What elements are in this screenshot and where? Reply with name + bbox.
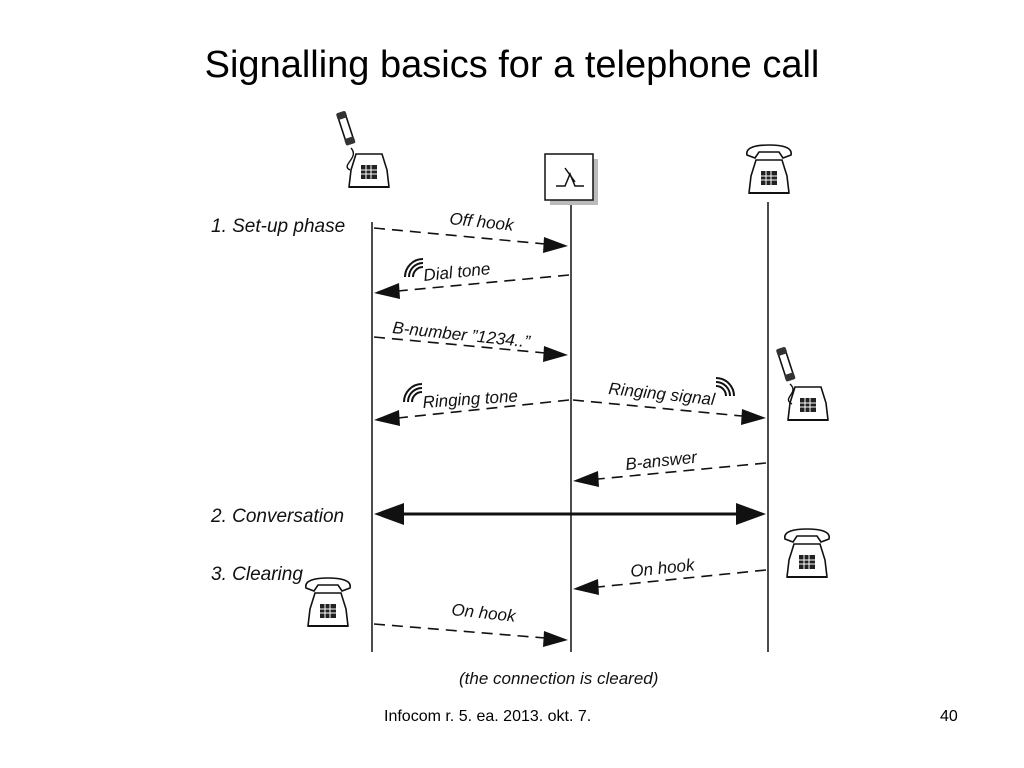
label-on-hook-b: On hook	[629, 555, 696, 581]
exchange-switch-icon	[544, 153, 598, 205]
slide-title: Signalling basics for a telephone call	[204, 44, 820, 86]
callee-telephone-onhook-icon	[785, 529, 829, 577]
arrow-off-hook	[373, 227, 568, 253]
ringing-tone-sound-waves-icon	[403, 383, 423, 403]
connection-cleared-note: (the connection is cleared)	[459, 669, 658, 688]
page-number: 40	[940, 708, 958, 725]
callee-telephone-offhook-icon	[774, 345, 829, 421]
arrow-dial-tone	[374, 274, 570, 299]
dial-tone-sound-waves-icon	[404, 258, 424, 278]
arrow-on-hook-a	[373, 623, 568, 647]
label-b-number: B-number ”1234..”	[392, 318, 533, 351]
arrow-ringing-signal	[572, 399, 766, 425]
ringing-signal-sound-waves-icon	[715, 377, 735, 397]
label-ringing-tone: Ringing tone	[422, 386, 519, 412]
arrow-b-number	[373, 336, 568, 362]
label-dial-tone: Dial tone	[422, 259, 491, 285]
phase-label-setup: 1. Set-up phase	[211, 216, 345, 237]
arrow-on-hook-b	[573, 569, 767, 595]
footer-source: Infocom r. 5. ea. 2013. okt. 7.	[384, 708, 592, 725]
caller-telephone-offhook-icon	[334, 109, 390, 188]
phase-label-conversation: 2. Conversation	[210, 506, 344, 527]
arrow-conversation	[374, 503, 766, 525]
label-ringing-signal: Ringing signal	[608, 379, 717, 409]
caller-telephone-onhook-icon	[306, 578, 350, 626]
label-on-hook-a: On hook	[451, 600, 518, 626]
arrow-ringing-tone	[374, 399, 570, 426]
arrow-b-answer	[573, 462, 767, 487]
callee-telephone-icon	[747, 145, 791, 193]
phase-label-clearing: 3. Clearing	[211, 564, 303, 585]
label-off-hook: Off hook	[449, 209, 516, 235]
